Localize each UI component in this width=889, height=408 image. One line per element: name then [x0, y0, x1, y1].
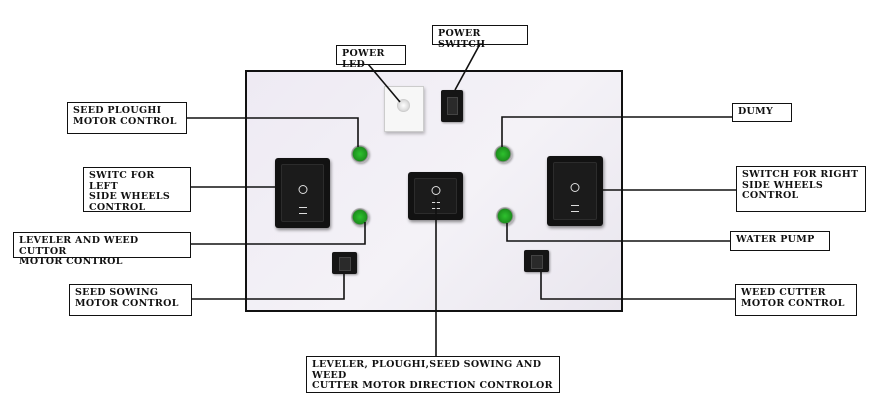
label-power-led: POWER LED [336, 45, 406, 69]
label-water-pump: WATER PUMP [730, 231, 830, 251]
right-wheels-rocker-switch[interactable] [547, 156, 603, 226]
label-left-wheels: SWITC FOR LEFT SIDE WHEELS CONTROL [83, 167, 191, 212]
label-direction: LEVELER, PLOUGHI,SEED SOWING AND WEED CU… [306, 356, 560, 393]
label-seed-plough: SEED PLOUGHI MOTOR CONTROL [67, 102, 187, 134]
leveler-weed-button[interactable] [351, 208, 369, 226]
label-seed-sowing: SEED SOWING MOTOR CONTROL [69, 284, 192, 316]
label-dumy: DUMY [732, 103, 792, 122]
power-switch[interactable] [441, 90, 463, 122]
dumy-button[interactable] [494, 145, 512, 163]
label-power-switch: POWER SWITCH [432, 25, 528, 49]
left-wheels-rocker-switch[interactable] [275, 158, 330, 228]
label-right-wheels: SWITCH FOR RIGHT SIDE WHEELS CONTROL [736, 166, 866, 212]
water-pump-button[interactable] [496, 207, 514, 225]
power-led [384, 86, 424, 132]
weed-cutter-switch[interactable] [524, 250, 549, 272]
label-weed-cutter: WEED CUTTER MOTOR CONTROL [735, 284, 857, 316]
led-bulb [397, 99, 410, 112]
label-leveler-weed: LEVELER AND WEED CUTTOR MOTOR CONTROL [13, 232, 191, 267]
seed-plough-button[interactable] [351, 145, 369, 163]
seed-sowing-switch[interactable] [332, 252, 357, 274]
